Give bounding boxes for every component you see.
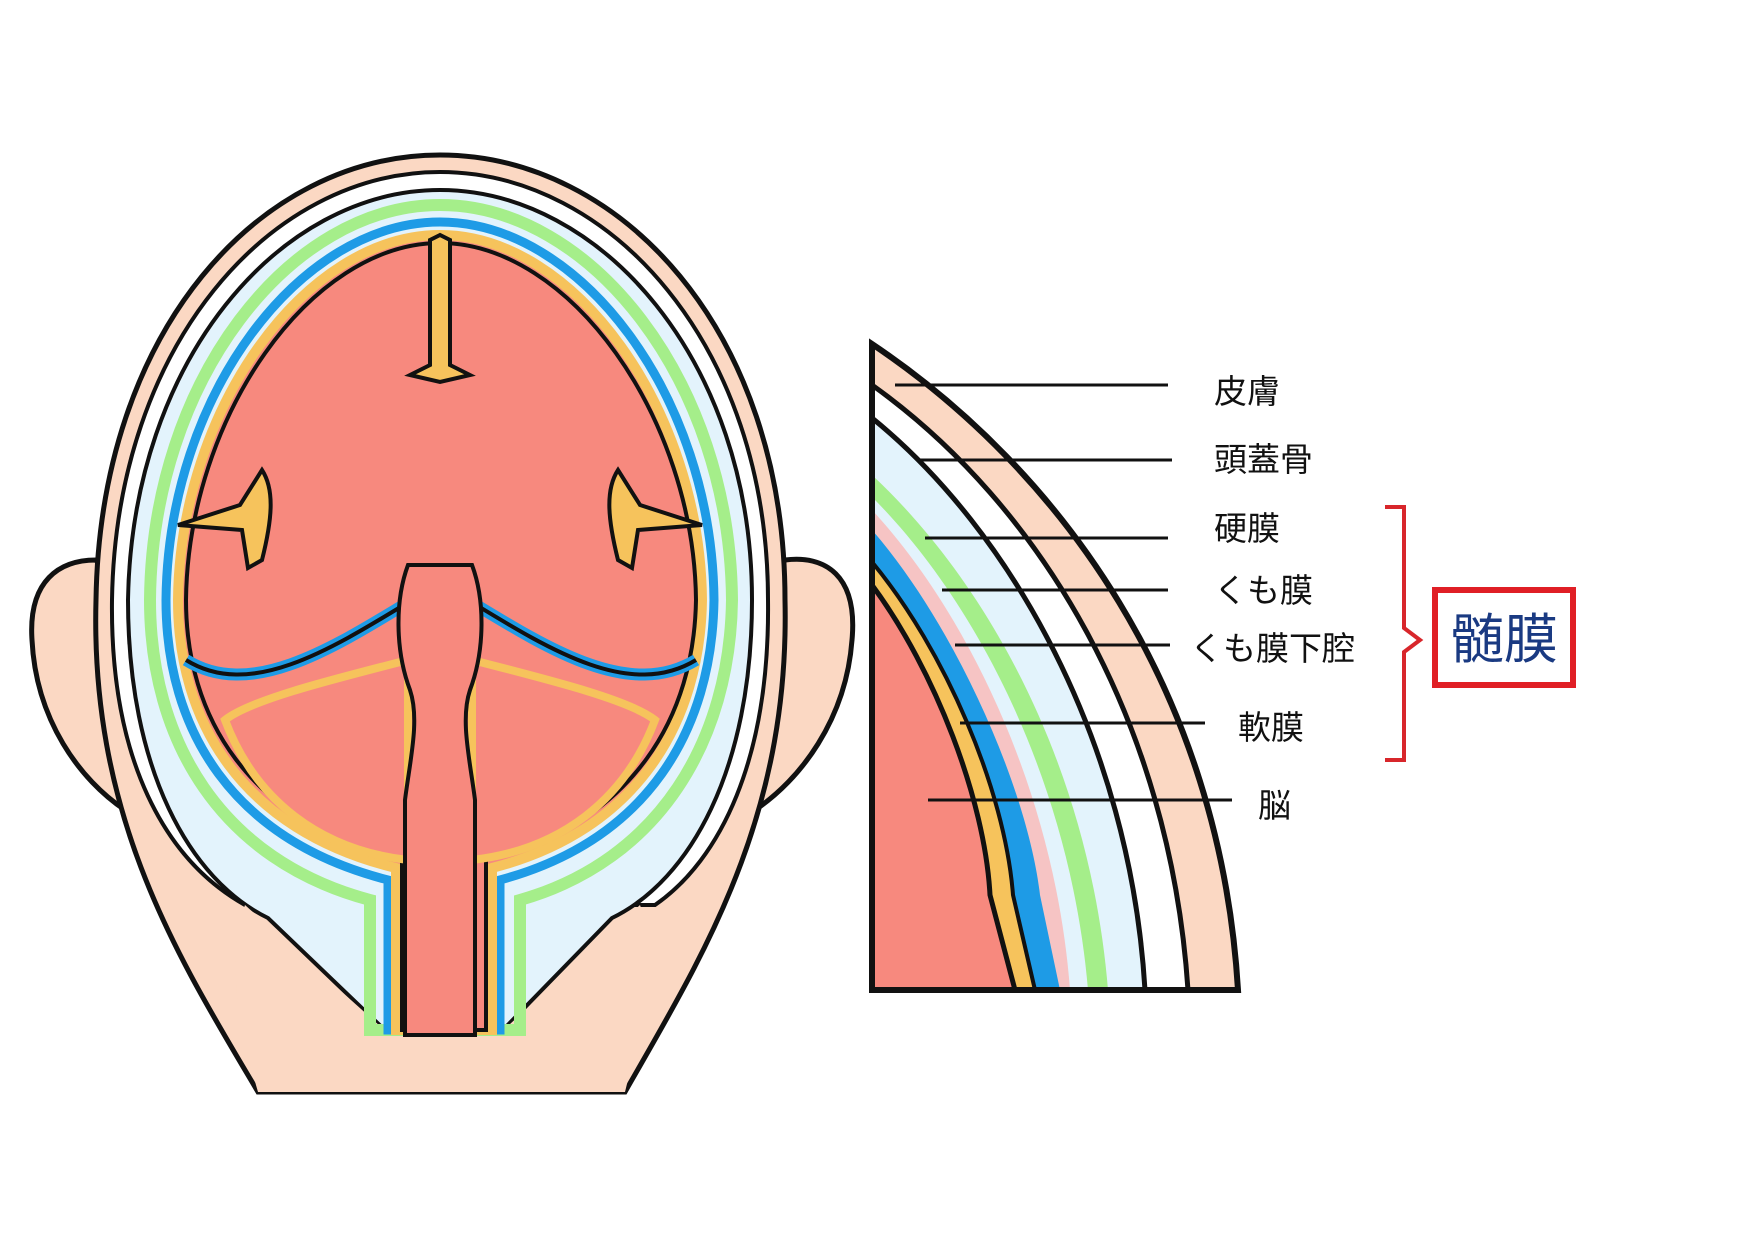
- wedge-outline: [869, 338, 1242, 993]
- wedge-line-brain: [869, 583, 1018, 991]
- dura-band: [143, 198, 739, 1036]
- label-dura: 硬膜: [1214, 509, 1280, 548]
- right-tentorium-line: [466, 598, 698, 677]
- label-brain: 脳: [1258, 786, 1291, 825]
- meninges-box: [1432, 587, 1576, 688]
- label-subarachnoid: くも膜下腔: [1190, 629, 1355, 668]
- wedge-brain: [872, 585, 1015, 990]
- layer-labels: 皮膚 頭蓋骨 硬膜 くも膜 くも膜下腔 軟膜 脳: [1190, 372, 1355, 825]
- wedge-line-pia: [870, 560, 1037, 991]
- brainstem: [396, 563, 484, 1037]
- label-arachnoid: くも膜: [1214, 571, 1313, 610]
- meninges-label: 髄膜: [1450, 608, 1558, 671]
- longitudinal-fissure: [404, 232, 476, 385]
- label-pia: 軟膜: [1238, 708, 1304, 747]
- meninges-brace: [1385, 505, 1424, 762]
- left-tentorium-line: [184, 598, 414, 677]
- layer-wedge: [869, 338, 1242, 993]
- left-lateral-fissure: [177, 466, 273, 572]
- label-skin: 皮膚: [1214, 372, 1280, 411]
- head-cross-section: [29, 152, 856, 1095]
- wedge-line-skull-inner: [870, 416, 1148, 991]
- right-lateral-fissure: [607, 466, 703, 572]
- label-skull: 頭蓋骨: [1214, 440, 1313, 479]
- pia-band: [161, 217, 719, 1035]
- neck-skin: [235, 905, 649, 1092]
- wedge-line-skull-outer: [870, 382, 1191, 991]
- leader-lines: [895, 383, 1232, 802]
